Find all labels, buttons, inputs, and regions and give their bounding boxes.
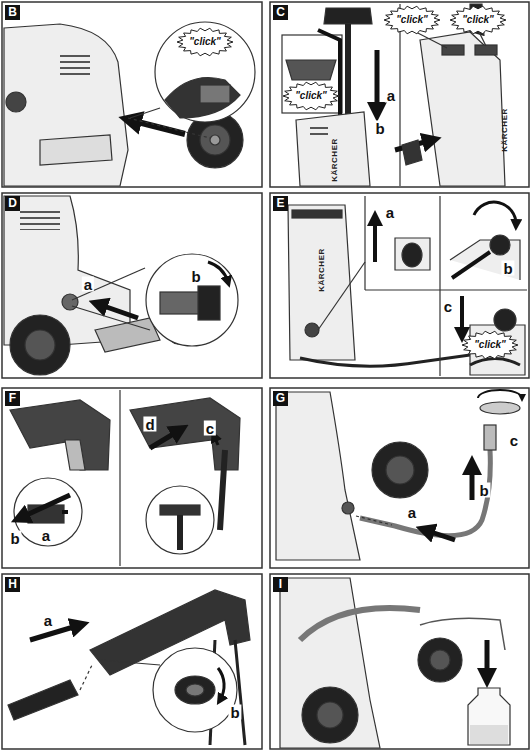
click-callout: "click" [462,15,494,25]
step-letter: d [143,417,156,432]
click-burst [450,6,506,34]
brand-logo: KÄRCHER [318,248,326,292]
click-callout: "click" [396,15,428,25]
click-burst [462,331,518,359]
step-letter: a [384,205,396,220]
panel-letter: G [273,391,288,406]
click-callout: "click" [295,91,327,101]
click-burst [283,82,339,110]
step-letter: c [442,299,454,314]
step-letter: c [508,433,520,448]
click-callout: "click" [474,340,506,350]
panel-letter: D [5,196,20,211]
step-letter: b [8,531,21,546]
step-letter: a [385,88,397,103]
click-burst [384,6,440,34]
step-letter: b [477,483,490,498]
click-callout: "click" [189,37,221,47]
panel-letter: F [5,391,20,406]
step-letter: a [40,528,52,543]
panel-letter: H [5,577,20,592]
step-letter: a [42,613,54,628]
click-burst [177,28,233,56]
step-letter: b [228,705,241,720]
panel-letter: C [273,5,288,20]
step-letter: b [373,121,386,136]
step-letter: a [82,277,94,292]
step-letter: b [501,261,514,276]
panel-letter: E [273,196,288,211]
panel-letter: I [273,577,288,592]
brand-logo: KÄRCHER [501,108,509,152]
step-letter: b [189,269,202,284]
step-letter: c [204,421,216,436]
panel-letter: B [5,5,20,20]
brand-logo: KÄRCHER [331,138,339,182]
step-letter: a [406,505,418,520]
